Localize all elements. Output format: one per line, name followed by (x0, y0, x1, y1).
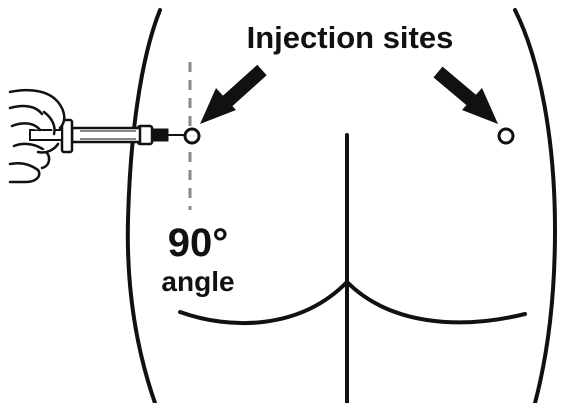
right-buttock-fold (347, 282, 525, 322)
arrow-icon-right (438, 72, 498, 124)
arrow-icon-left (200, 70, 262, 124)
injection-site-right (499, 129, 513, 143)
angle-word-label: angle (161, 266, 234, 297)
angle-value-label: 90° (168, 221, 229, 265)
left-hip-outline (128, 10, 160, 403)
diagram-title: Injection sites (247, 20, 454, 55)
right-hip-outline (515, 10, 555, 403)
injection-site-left (185, 129, 199, 143)
